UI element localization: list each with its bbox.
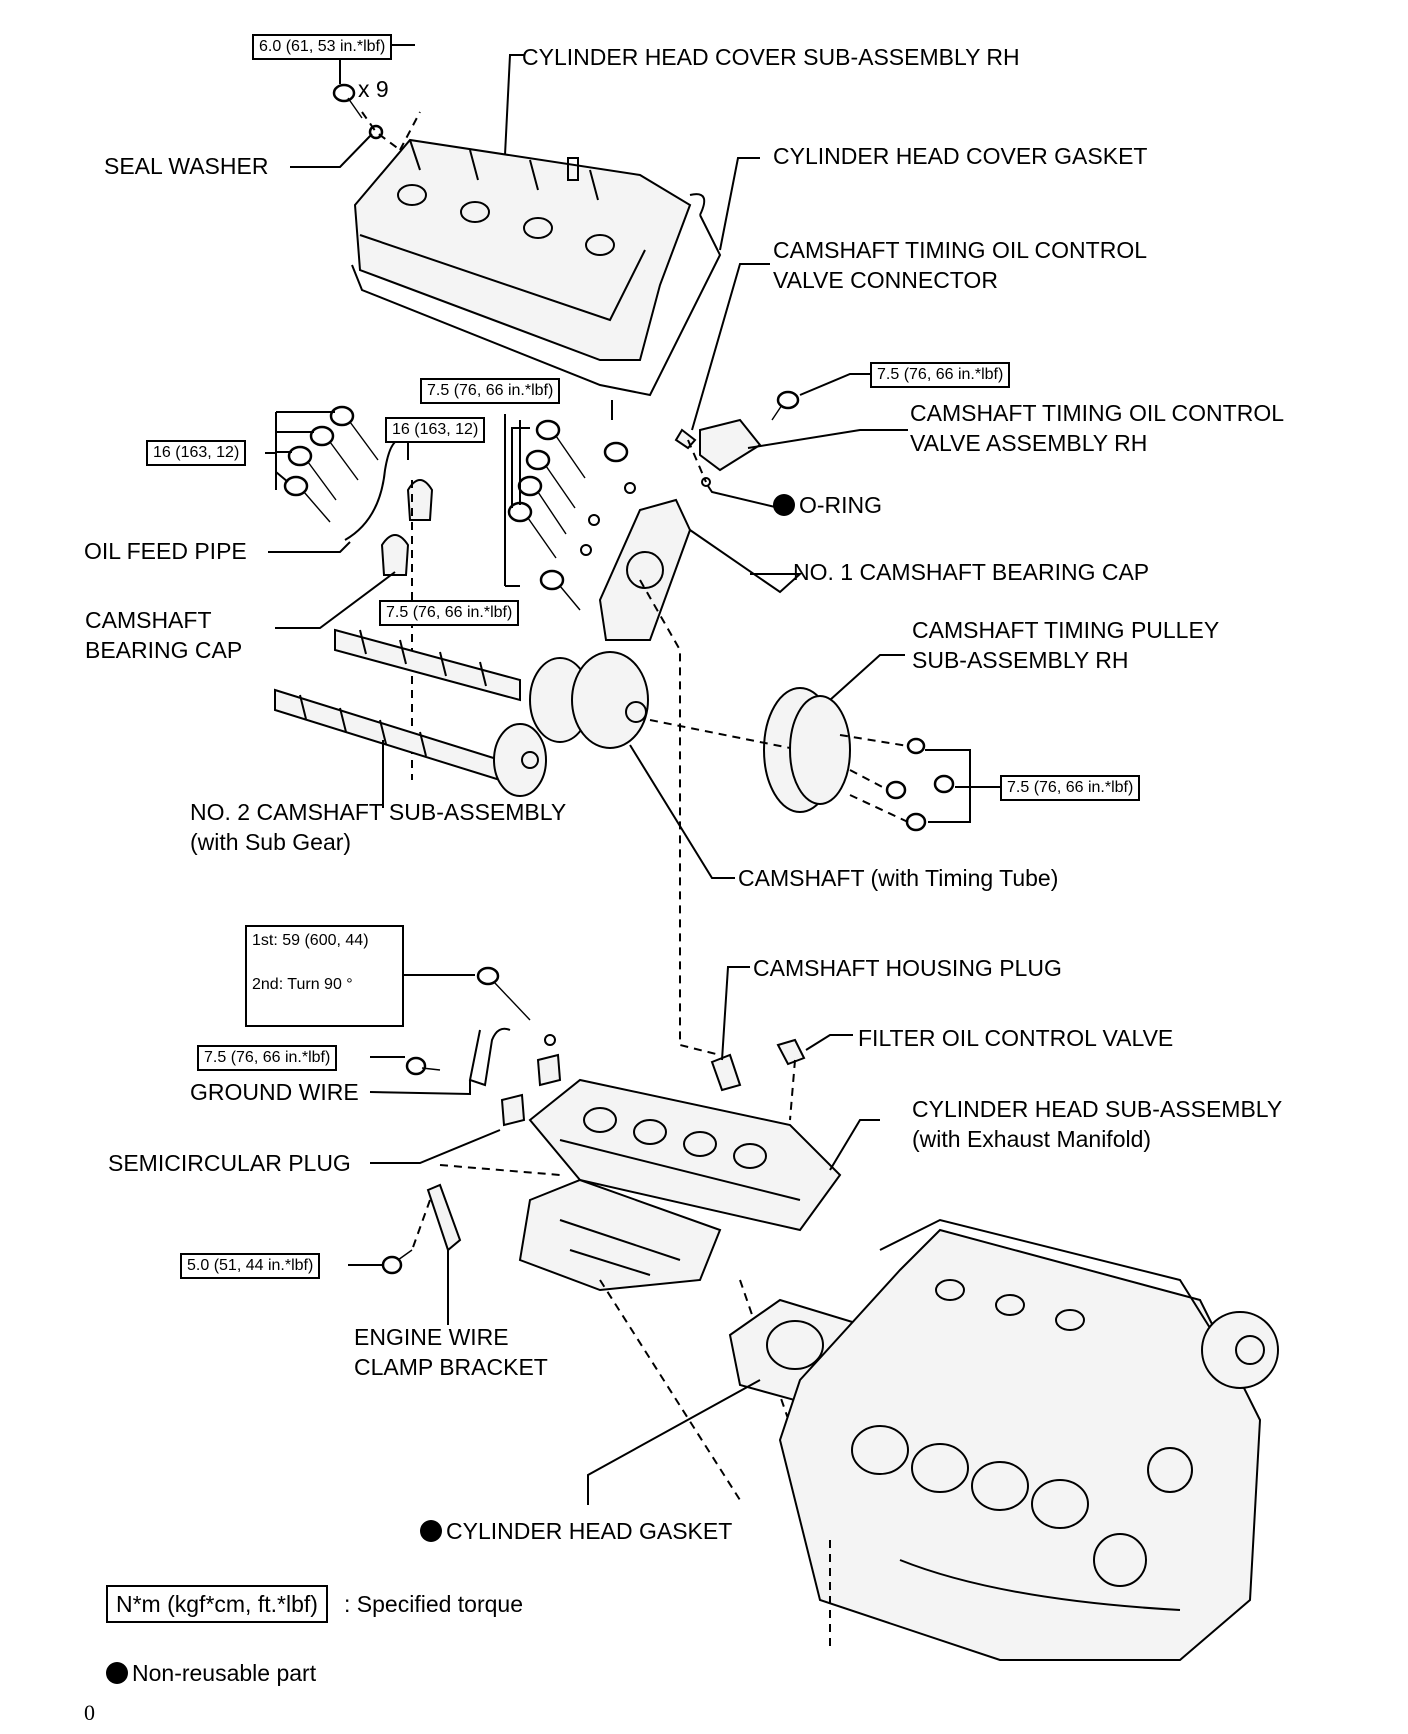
torque-ground-bolt: 7.5 (76, 66 in.*lbf) <box>197 1045 338 1071</box>
label-timing-pulley-2: SUB-ASSEMBLY RH <box>912 647 1129 673</box>
bearing-cap-bolts-left <box>283 405 379 523</box>
non-reusable-dot-icon <box>106 1662 128 1684</box>
torque-cover-bolts: 6.0 (61, 53 in.*lbf) <box>252 34 393 60</box>
label-cylinder-head-2: (with Exhaust Manifold) <box>912 1126 1152 1152</box>
label-housing-plug: CAMSHAFT HOUSING PLUG <box>753 955 1062 981</box>
label-no1-bearing-cap: NO. 1 CAMSHAFT BEARING CAP <box>793 559 1150 585</box>
engine-block-drawing <box>778 1218 1279 1661</box>
legend-non-reusable: Non-reusable part <box>106 1658 316 1688</box>
label-ocv-connector-1: CAMSHAFT TIMING OIL CONTROL <box>773 237 1147 263</box>
torque-ocv-bolt: 7.5 (76, 66 in.*lbf) <box>870 362 1011 388</box>
label-semicircular-plug: SEMICIRCULAR PLUG <box>108 1150 351 1176</box>
oil-feed-pipe-drawing <box>344 439 401 541</box>
non-reusable-dot-icon <box>773 494 795 516</box>
camshaft-housing-plug-drawing <box>710 1053 742 1092</box>
label-bearing-cap-1: CAMSHAFT <box>85 607 212 633</box>
head-gasket-text: CYLINDER HEAD GASKET <box>446 1518 733 1544</box>
torque-cap-bolts-center: 16 (163, 12) <box>385 417 486 443</box>
filter-ocv-drawing <box>776 1038 806 1066</box>
torque-head-bolt: 1st: 59 (600, 44) 2nd: Turn 90 ° <box>245 925 404 1027</box>
non-reusable-dot-icon <box>420 1520 442 1542</box>
torque-cap-bolt-lower: 7.5 (76, 66 in.*lbf) <box>379 600 520 626</box>
torque-head-bolt-1st: 1st: 59 (600, 44) <box>252 932 369 949</box>
label-filter-ocv: FILTER OIL CONTROL VALVE <box>858 1025 1174 1051</box>
label-bearing-cap-2: BEARING CAP <box>85 637 243 663</box>
label-clamp-bracket-1: ENGINE WIRE <box>354 1324 509 1350</box>
head-bolt-drawing <box>381 966 556 1275</box>
label-ocv-rh-2: VALVE ASSEMBLY RH <box>910 430 1148 456</box>
label-ground-wire: GROUND WIRE <box>190 1079 359 1105</box>
ocv-drawing <box>674 390 800 487</box>
torque-pulley-bolts: 7.5 (76, 66 in.*lbf) <box>1000 775 1141 801</box>
label-cylinder-head-1: CYLINDER HEAD SUB-ASSEMBLY <box>912 1096 1283 1122</box>
label-o-ring: O-RING <box>773 490 882 520</box>
label-timing-pulley-1: CAMSHAFT TIMING PULLEY <box>912 617 1220 643</box>
camshafts-drawing <box>274 628 649 797</box>
o-ring-text: O-RING <box>799 492 883 518</box>
label-cover-gasket: CYLINDER HEAD COVER GASKET <box>773 143 1148 169</box>
page-number: 0 <box>84 1700 95 1725</box>
timing-pulley-drawing <box>763 687 955 832</box>
torque-cap-bolt-small: 7.5 (76, 66 in.*lbf) <box>420 378 561 404</box>
semicircular-plug-drawing <box>536 1053 562 1087</box>
torque-cap-bolts-left: 16 (163, 12) <box>146 440 247 466</box>
label-clamp-bracket-2: CLAMP BRACKET <box>354 1354 548 1380</box>
legend-non-reusable-text: Non-reusable part <box>132 1660 317 1686</box>
label-no2-camshaft-2: (with Sub Gear) <box>190 829 352 855</box>
ground-wire-drawing <box>468 1027 511 1087</box>
label-oil-feed-pipe: OIL FEED PIPE <box>84 538 247 564</box>
label-ocv-connector-2: VALVE CONNECTOR <box>773 267 998 293</box>
cylinder-head-drawing <box>518 1078 842 1292</box>
label-no2-camshaft-1: NO. 2 CAMSHAFT SUB-ASSEMBLY <box>190 799 567 825</box>
legend-unit-description: : Specified torque <box>344 1591 524 1617</box>
label-camshaft: CAMSHAFT (with Timing Tube) <box>738 865 1059 891</box>
quantity-label: x 9 <box>358 76 389 102</box>
no1-bearing-cap-drawing <box>598 498 692 641</box>
torque-head-bolt-2nd: 2nd: Turn 90 ° <box>252 976 353 993</box>
label-head-gasket: CYLINDER HEAD GASKET <box>420 1516 732 1546</box>
label-seal-washer: SEAL WASHER <box>104 153 269 179</box>
label-ocv-rh-1: CAMSHAFT TIMING OIL CONTROL <box>910 400 1284 426</box>
cylinder-head-cover-drawing <box>351 138 722 397</box>
clamp-bracket-drawing <box>426 1183 462 1252</box>
label-cylinder-head-cover: CYLINDER HEAD COVER SUB-ASSEMBLY RH <box>522 44 1020 70</box>
torque-bracket-bolt: 5.0 (51, 44 in.*lbf) <box>180 1253 321 1279</box>
legend-unit-box: N*m (kgf*cm, ft.*lbf) <box>106 1585 328 1623</box>
